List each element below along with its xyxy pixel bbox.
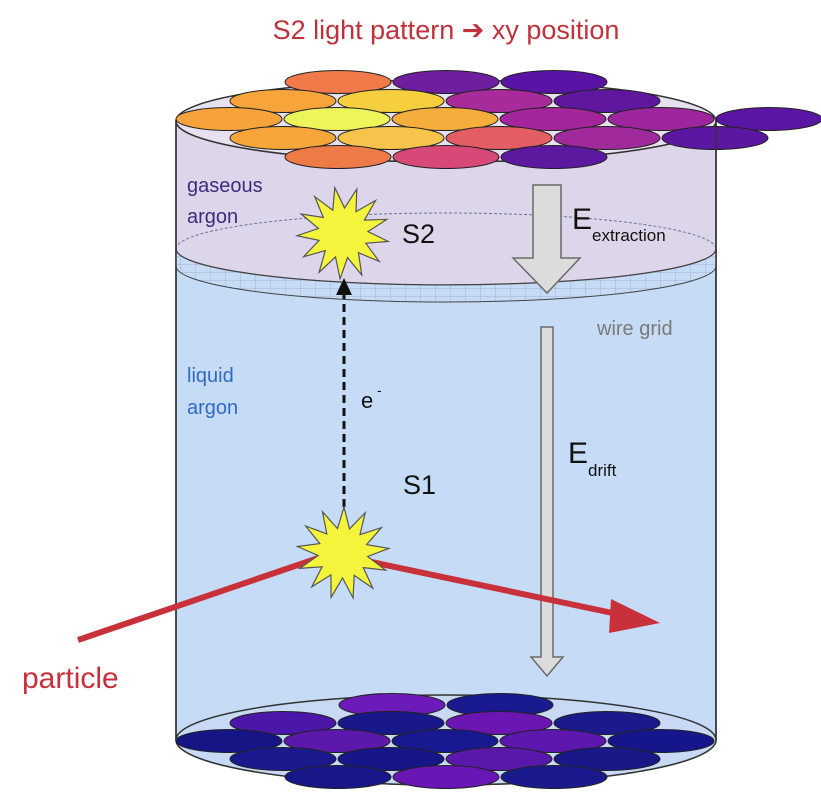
pmt-cell [392,70,500,94]
top-pmt-array [175,70,821,169]
pmt-cell [392,765,500,789]
extraction-field-arrow [511,184,582,295]
wire-grid-label: wire grid [596,318,673,340]
pmt-cell [229,747,337,771]
pmt-cell [337,89,445,113]
pmt-cell [445,711,553,735]
pmt-cell [500,765,608,789]
pmt-cell [337,711,445,735]
pmt-cell [445,89,553,113]
pmt-cell [607,729,715,753]
e-drift-label: E drift [568,437,617,480]
pmt-cell [284,765,392,789]
pmt-cell [283,729,391,753]
pmt-cell [661,126,769,150]
pmt-cell [499,107,607,131]
diagram-title: S2 light pattern ➔ xy position [273,15,620,45]
pmt-cell [553,747,661,771]
pmt-cell [392,145,500,169]
s1-flash-icon [295,504,392,601]
pmt-cell [500,145,608,169]
pmt-cell [499,729,607,753]
pmt-cell [445,126,553,150]
pmt-cell [553,89,661,113]
pmt-cell [500,70,608,94]
e-extraction-label: E extraction [572,203,666,245]
pmt-cell [175,107,283,131]
pmt-cell [715,107,821,131]
s1-label: S1 [403,470,436,500]
pmt-cell [391,107,499,131]
pmt-cell [229,126,337,150]
s2-flash-icon [294,185,391,282]
pmt-cell [229,89,337,113]
liquid-argon-label: liquid argon [187,365,239,419]
pmt-cell [284,70,392,94]
pmt-cell [445,747,553,771]
pmt-cell [284,145,392,169]
pmt-cell [391,729,499,753]
pmt-cell [283,107,391,131]
s2-label: S2 [402,219,435,249]
pmt-cell [553,711,661,735]
pmt-cell [337,747,445,771]
pmt-cell [553,126,661,150]
drift-field-arrow [529,326,565,678]
pmt-cell [229,711,337,735]
particle-track-out [361,557,623,618]
particle-label: particle [22,662,119,695]
particle-track-in [77,549,337,643]
pmt-cell [175,729,283,753]
pmt-cell [607,107,715,131]
pmt-cell [337,126,445,150]
gaseous-argon-label: gaseous argon [187,175,268,228]
bottom-pmt-array [175,693,717,789]
particle-arrowhead [609,599,660,633]
electron-label: e - [361,382,382,413]
electron-arrowhead [336,278,352,295]
